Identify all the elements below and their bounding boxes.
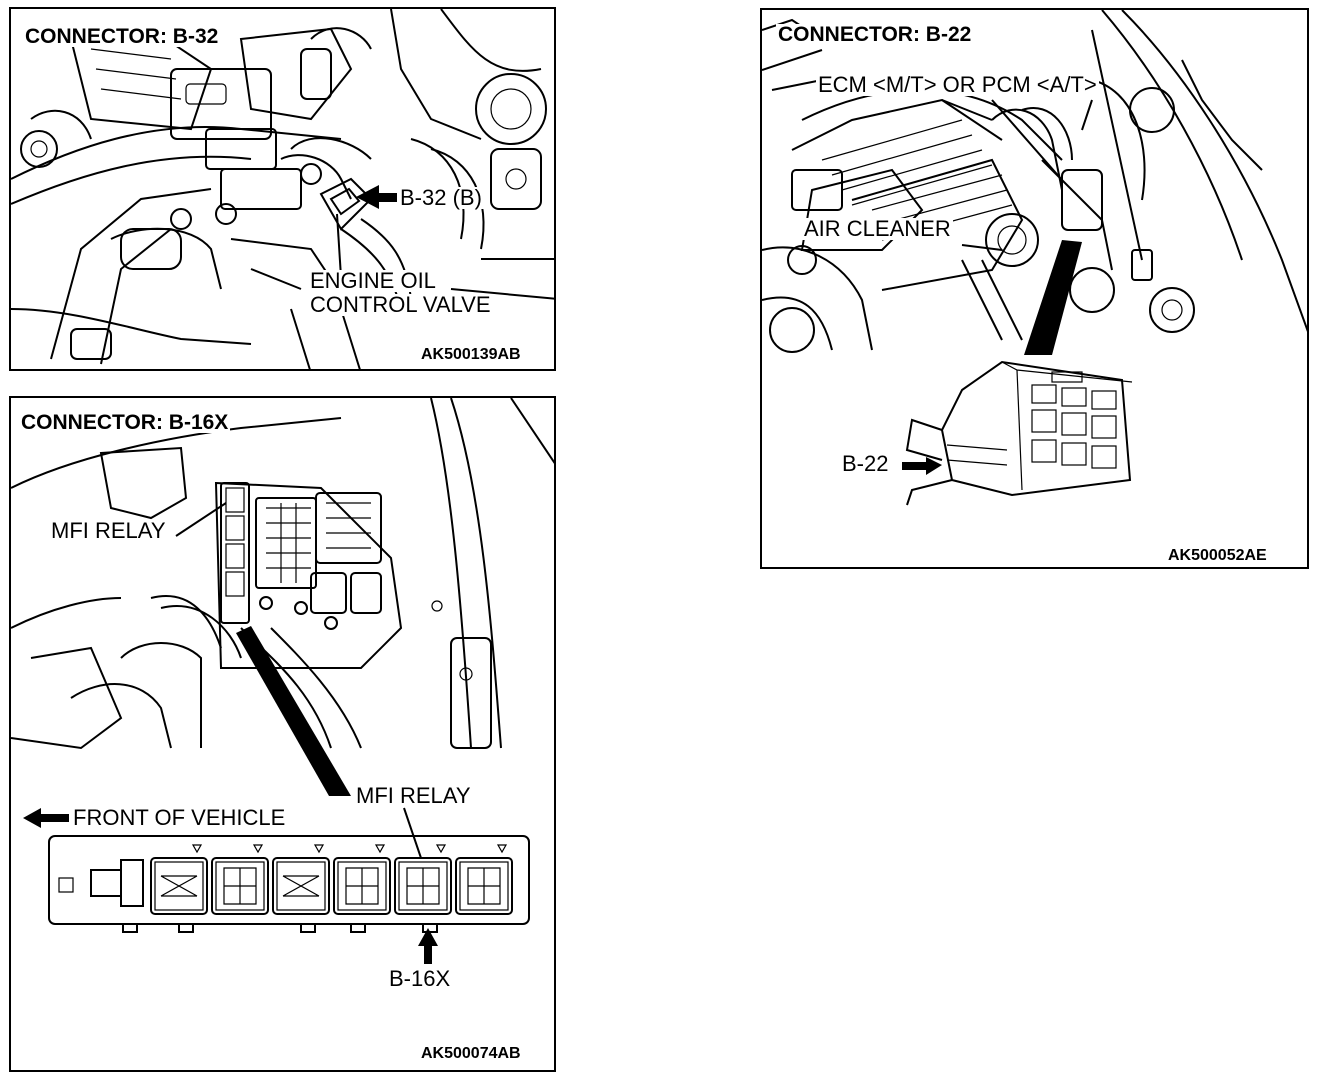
panel-connector-b16x: CONNECTOR: B-16X MFI RELAY MFI RELAY FRO… [9,396,556,1072]
component-label-line1-b32: ENGINE OIL [308,268,438,293]
relay-slot [150,844,208,915]
ecm-pcm-label: ECM <M/T> OR PCM <A/T> [816,72,1099,97]
panel-connector-b22: CONNECTOR: B-22 ECM <M/T> OR PCM <A/T> A… [760,8,1309,569]
panel-title-b22: CONNECTOR: B-22 [776,23,974,46]
front-of-vehicle-label: FRONT OF VEHICLE [71,805,288,830]
relay-slot [333,844,391,915]
air-cleaner-label: AIR CLEANER [802,216,953,241]
mfi-relay-label-bottom: MFI RELAY [354,783,473,808]
relay-slot [211,844,269,915]
panel-title-b16x: CONNECTOR: B-16X [19,411,231,434]
engine-bay-illustration-b32 [11,9,554,369]
relay-slot [272,844,330,915]
component-label-line2-b32: CONTROL VALVE [308,292,493,317]
relay-slot [455,844,513,915]
engine-bay-illustration-b16x [11,398,554,964]
figure-code-b22: AK500052AE [1168,547,1267,564]
connector-callout-b16x: B-16X [387,966,453,991]
figure-code-b32: AK500139AB [421,346,521,363]
connector-callout-b22: B-22 [840,451,891,476]
relay-slot [394,844,452,915]
mfi-relay-label-top: MFI RELAY [49,518,168,543]
connector-callout-b32: B-32 (B) [398,185,484,210]
figure-code-b16x: AK500074AB [421,1045,521,1062]
panel-title-b32: CONNECTOR: B-32 [23,25,221,48]
panel-connector-b32: CONNECTOR: B-32 B-32 (B) ENGINE OIL CONT… [9,7,556,371]
